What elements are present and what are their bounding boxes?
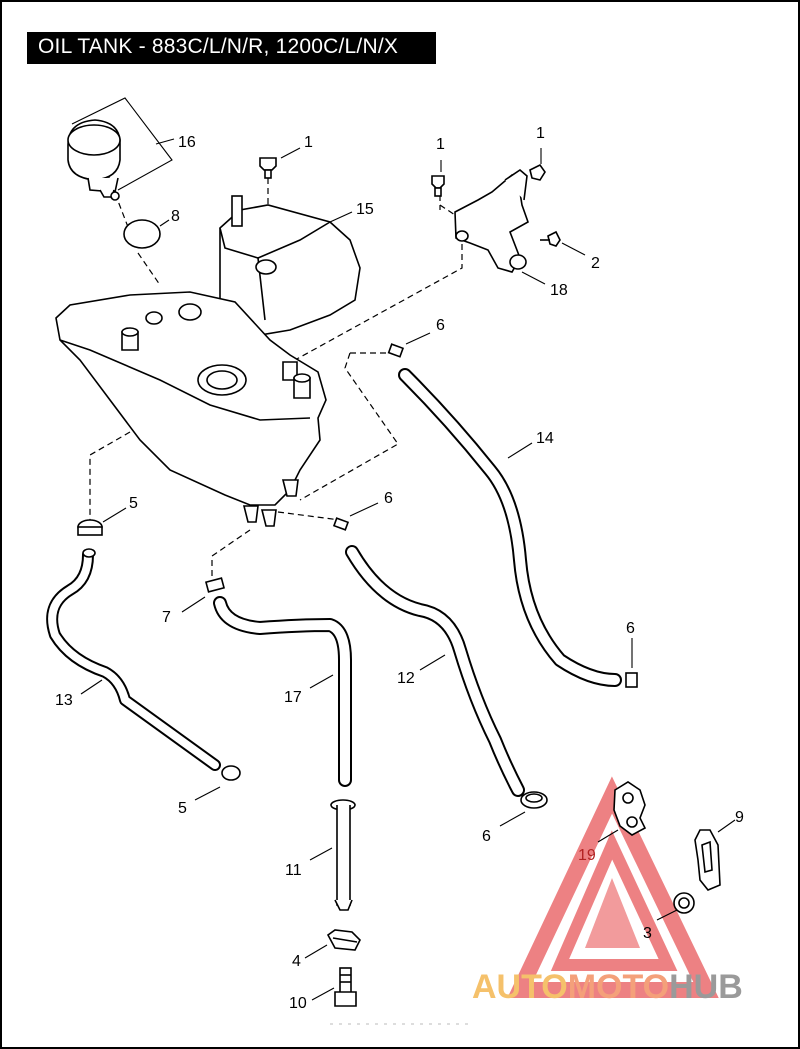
drain-fitting-11 bbox=[330, 799, 356, 911]
fitting-5-upper bbox=[77, 519, 103, 536]
tank-bolt bbox=[259, 157, 277, 179]
hose-clamp-4 bbox=[326, 929, 361, 951]
hose-clamp-5b bbox=[221, 765, 241, 781]
title-bar bbox=[27, 32, 436, 64]
callout-1: 1 bbox=[436, 136, 445, 153]
callout-labels: 16 1 1 1 8 15 2 18 6 14 5 6 7 13 17 12 6… bbox=[55, 125, 744, 1012]
callout-3: 3 bbox=[643, 925, 652, 942]
callout-6: 6 bbox=[384, 490, 393, 507]
callout-17: 17 bbox=[284, 689, 302, 706]
diagram-title: OIL TANK - 883C/L/N/R, 1200C/L/N/X bbox=[38, 35, 399, 58]
callout-13: 13 bbox=[55, 692, 73, 709]
watermark-text: AUTOMOTOHUB bbox=[472, 968, 743, 1006]
callout-19: 19 bbox=[578, 847, 596, 864]
callout-12: 12 bbox=[397, 670, 415, 687]
callout-6: 6 bbox=[626, 620, 635, 637]
watermark-triangle bbox=[507, 776, 719, 998]
callout-11: 11 bbox=[285, 862, 302, 879]
callout-9: 9 bbox=[735, 809, 744, 826]
callout-10: 10 bbox=[289, 995, 307, 1012]
hose-17 bbox=[213, 596, 352, 787]
callout-7: 7 bbox=[162, 609, 171, 626]
hose-clamp-6d bbox=[625, 672, 638, 688]
strap-9 bbox=[694, 829, 721, 891]
callout-2: 2 bbox=[591, 255, 600, 272]
o-ring bbox=[123, 219, 161, 249]
callout-1: 1 bbox=[536, 125, 545, 142]
hose-clamp-6a bbox=[387, 343, 405, 358]
watermark-auto: AUTO bbox=[472, 968, 568, 1006]
callout-18: 18 bbox=[550, 282, 568, 299]
hose-clamp-7 bbox=[204, 577, 226, 593]
callout-16: 16 bbox=[178, 134, 196, 151]
callout-6: 6 bbox=[482, 828, 491, 845]
mounting-bracket bbox=[431, 163, 561, 273]
grommet-3 bbox=[673, 892, 695, 914]
assembly-dashed-lines bbox=[89, 174, 463, 584]
callout-5: 5 bbox=[129, 495, 138, 512]
oil-tank bbox=[55, 195, 361, 527]
callout-6: 6 bbox=[436, 317, 445, 334]
hose-14 bbox=[398, 368, 622, 687]
watermark-moto: MOTO bbox=[568, 968, 669, 1006]
hose-12 bbox=[345, 545, 525, 797]
cap-bracket-line bbox=[71, 97, 173, 191]
watermark-hub: HUB bbox=[669, 968, 743, 1006]
hose-13 bbox=[46, 548, 221, 771]
hose-clip-19 bbox=[613, 781, 647, 836]
callout-5: 5 bbox=[178, 800, 187, 817]
filler-cap bbox=[67, 119, 121, 201]
hose-clamp-6b bbox=[332, 517, 350, 531]
callout-14: 14 bbox=[536, 430, 554, 447]
callout-1: 1 bbox=[304, 134, 313, 151]
drain-plug-10 bbox=[334, 967, 357, 1007]
callout-4: 4 bbox=[292, 953, 301, 970]
hose-clamp-6c bbox=[520, 791, 548, 809]
callout-15: 15 bbox=[356, 201, 374, 218]
callout-8: 8 bbox=[171, 208, 180, 225]
watermark-logo: AUTOMOTOHUB bbox=[472, 968, 743, 1006]
